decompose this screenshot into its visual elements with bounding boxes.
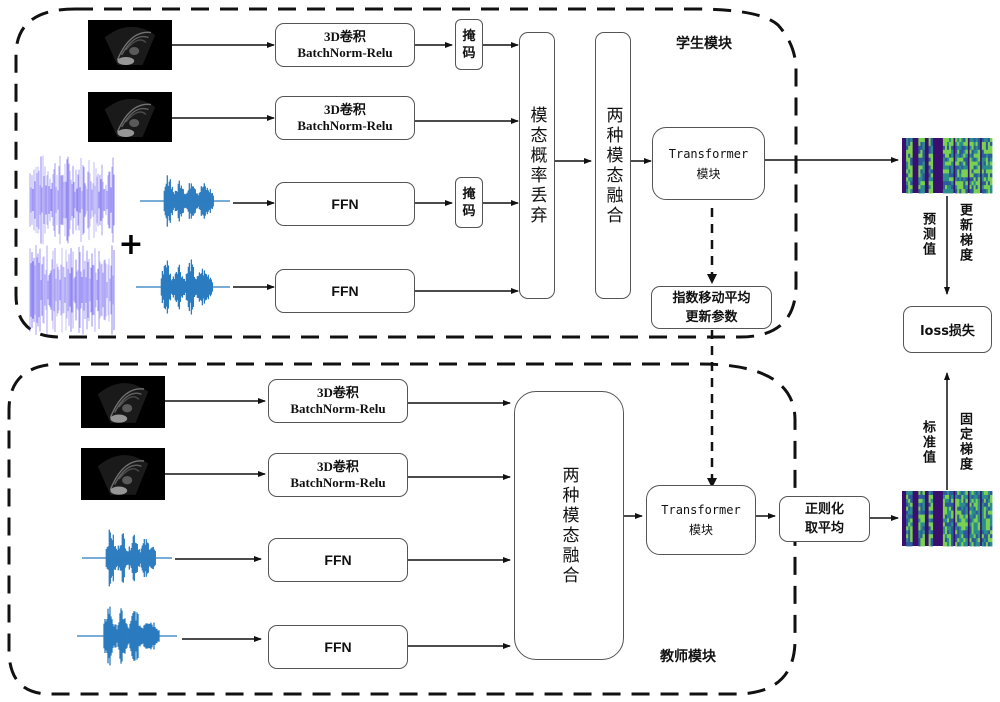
student-ffn-box-2: FFN bbox=[275, 269, 415, 313]
conv-label-line1: 3D卷积 bbox=[324, 29, 366, 44]
ema-label-line2: 更新参数 bbox=[685, 309, 738, 325]
ffn-label: FFN bbox=[331, 196, 359, 212]
mask-char: 掩 bbox=[462, 186, 476, 202]
mask-char: 掩 bbox=[462, 28, 476, 44]
ema-label-line1: 指数移动平均 bbox=[672, 290, 751, 306]
teacher-ffn-box-2: FFN bbox=[268, 625, 408, 669]
speech-waveform-icon bbox=[82, 529, 172, 587]
transformer-label-line1: Transformer bbox=[668, 146, 749, 161]
conv-label-line2: BatchNorm-Relu bbox=[290, 401, 386, 416]
student-fusion-label: 两种模态融合 bbox=[602, 105, 623, 226]
teacher-transformer-box: Transformer 模块 bbox=[646, 485, 756, 555]
teacher-ffn-box-1: FFN bbox=[268, 538, 408, 582]
conv-label-line1: 3D卷积 bbox=[317, 385, 359, 400]
update-gradient-label: 更新梯度 bbox=[957, 203, 972, 263]
normalize-label-line2: 取平均 bbox=[804, 521, 844, 536]
speech-waveform-icon bbox=[140, 175, 230, 227]
teacher-fusion-box: 两种模态融合 bbox=[514, 391, 624, 660]
student-ffn-box-1: FFN bbox=[275, 182, 415, 226]
ema-update-box: 指数移动平均 更新参数 bbox=[651, 286, 772, 329]
conv-label-line2: BatchNorm-Relu bbox=[297, 118, 393, 133]
fixed-gradient-label: 固定梯度 bbox=[957, 412, 972, 472]
conv-label-line1: 3D卷积 bbox=[317, 459, 359, 474]
loss-box: loss损失 bbox=[903, 306, 992, 353]
modality-dropout-box: 模态概率丢弃 bbox=[519, 32, 555, 299]
ffn-label: FFN bbox=[324, 552, 352, 568]
target-value-label: 标准值 bbox=[920, 420, 935, 465]
student-conv3d-box-1: 3D卷积 BatchNorm-Relu bbox=[275, 23, 415, 67]
student-transformer-box: Transformer 模块 bbox=[652, 127, 765, 200]
student-mask-box-1: 掩 码 bbox=[455, 19, 483, 70]
target-spectrogram bbox=[902, 491, 993, 547]
modality-dropout-label: 模态概率丢弃 bbox=[526, 105, 547, 226]
teacher-conv3d-box-1: 3D卷积 BatchNorm-Relu bbox=[268, 379, 408, 423]
ultrasound-image-icon bbox=[81, 448, 165, 500]
mask-char: 码 bbox=[462, 203, 476, 219]
speech-waveform-icon bbox=[77, 606, 177, 666]
loss-label: loss损失 bbox=[920, 324, 975, 339]
ultrasound-image-icon bbox=[88, 92, 172, 142]
student-module-title: 学生模块 bbox=[676, 36, 732, 52]
teacher-module-title: 教师模块 bbox=[660, 649, 716, 665]
transformer-label-line2: 模块 bbox=[696, 166, 721, 181]
conv-label-line2: BatchNorm-Relu bbox=[290, 475, 386, 490]
student-fusion-box: 两种模态融合 bbox=[595, 32, 631, 299]
plus-sign: + bbox=[118, 227, 143, 262]
student-mask-box-2: 掩 码 bbox=[455, 177, 483, 228]
predicted-value-label: 预测值 bbox=[920, 212, 935, 257]
ffn-label: FFN bbox=[324, 639, 352, 655]
teacher-conv3d-box-2: 3D卷积 BatchNorm-Relu bbox=[268, 453, 408, 497]
student-conv3d-box-2: 3D卷积 BatchNorm-Relu bbox=[275, 96, 415, 140]
conv-label-line1: 3D卷积 bbox=[324, 102, 366, 117]
noise-waveform-icon bbox=[29, 245, 115, 335]
predicted-spectrogram bbox=[902, 138, 993, 194]
normalize-label-line1: 正则化 bbox=[804, 502, 844, 517]
mask-char: 码 bbox=[462, 45, 476, 61]
transformer-label-line1: Transformer bbox=[661, 503, 741, 517]
transformer-label-line2: 模块 bbox=[688, 523, 713, 537]
noise-waveform-icon bbox=[29, 155, 115, 245]
normalize-average-box: 正则化 取平均 bbox=[779, 496, 870, 542]
conv-label-line2: BatchNorm-Relu bbox=[297, 45, 393, 60]
ultrasound-image-icon bbox=[88, 20, 172, 70]
teacher-fusion-label: 两种模态融合 bbox=[558, 465, 579, 586]
ffn-label: FFN bbox=[331, 283, 359, 299]
ultrasound-image-icon bbox=[81, 376, 165, 428]
speech-waveform-icon bbox=[136, 259, 230, 315]
